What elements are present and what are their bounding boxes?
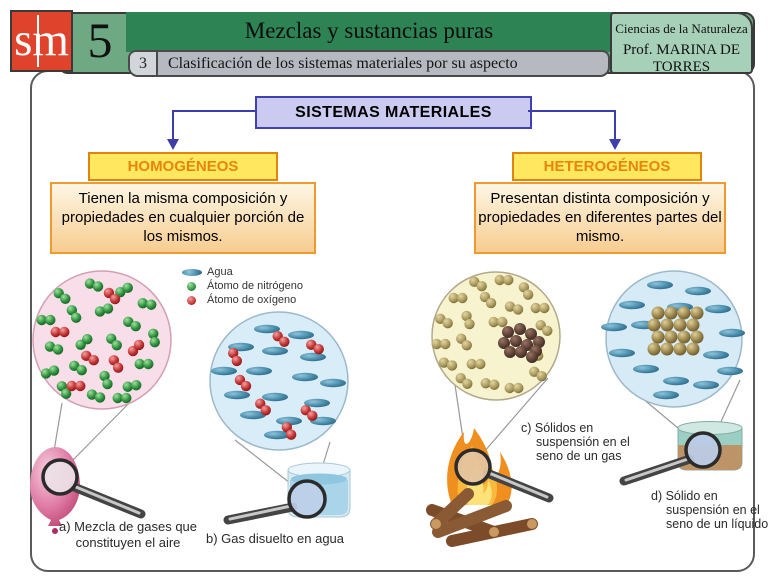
course-name: Ciencias de la Naturaleza: [615, 21, 748, 36]
oxygen-atom-icon: [187, 295, 196, 305]
section-title: Clasificación de los sistemas materiales…: [168, 55, 518, 72]
legend-label: Agua: [207, 266, 233, 278]
smoke-particles: [431, 274, 553, 394]
figure-solid-in-liquid: [601, 270, 745, 486]
description-homogeneos: Tienen la misma composición y propiedade…: [50, 182, 316, 254]
magnifier-lens-icon: [454, 448, 492, 486]
balloon-drip: [52, 528, 58, 534]
logo-divider: [37, 15, 39, 67]
teacher-name: Prof. MARINA DE TORRES: [622, 42, 741, 75]
magnifier-lens-icon: [287, 479, 327, 519]
root-node-sistemas-materiales: SISTEMAS MATERIALES: [255, 96, 532, 129]
branch-homogeneos: HOMOGÉNEOS: [88, 152, 278, 181]
section-bar: 3 Clasificación de los sistemas material…: [128, 50, 610, 77]
publisher-logo: sm: [10, 10, 73, 72]
figure-a-caption: a) Mezcla de gases que constituyen el ai…: [58, 519, 198, 550]
figure-b-caption: b) Gas disuelto en agua: [205, 531, 345, 546]
course-box: Ciencias de la Naturaleza Prof. MARINA D…: [610, 12, 753, 75]
legend: Agua Átomo de nitrógeno Átomo de oxígeno: [182, 265, 303, 307]
figure-solid-in-gas: [426, 271, 561, 547]
figure-gas-in-water: [209, 311, 351, 525]
legend-item-oxigeno: Átomo de oxígeno: [182, 293, 303, 307]
figure-c-caption: c) Sólidos en suspensión en el seno de u…: [521, 421, 630, 463]
gas-molecules: [36, 278, 160, 404]
legend-item-nitrogeno: Átomo de nitrógeno: [182, 279, 303, 293]
magnified-circle-a: [32, 270, 172, 410]
nitrogen-atom-icon: [187, 281, 196, 291]
magnifier-lens-icon: [41, 458, 79, 496]
section-number: 3: [130, 52, 158, 75]
water-oval-icon: [182, 268, 202, 276]
unit-number: 5: [87, 12, 113, 68]
water-molecules: [211, 324, 346, 440]
magnified-circle-c: [431, 271, 561, 401]
liquid-particles: [601, 280, 745, 400]
legend-label: Átomo de nitrógeno: [207, 280, 304, 292]
legend-item-agua: Agua: [182, 265, 303, 279]
campfire-illustration: [426, 428, 538, 547]
slide-title: Mezclas y sustancias puras: [126, 12, 612, 52]
figure-d-caption: d) Sólido en suspensión en el seno de un…: [651, 489, 768, 531]
publisher-logo-text: sm: [14, 14, 69, 66]
branch-heterogeneos: HETEROGÉNEOS: [512, 152, 702, 181]
magnifier-lens-icon: [684, 431, 722, 469]
description-heterogeneos: Presentan distinta composición y propied…: [474, 182, 726, 254]
connector-arrows: [167, 110, 621, 150]
figure-gas-mixture: [30, 270, 172, 534]
legend-label: Átomo de oxígeno: [207, 294, 297, 306]
